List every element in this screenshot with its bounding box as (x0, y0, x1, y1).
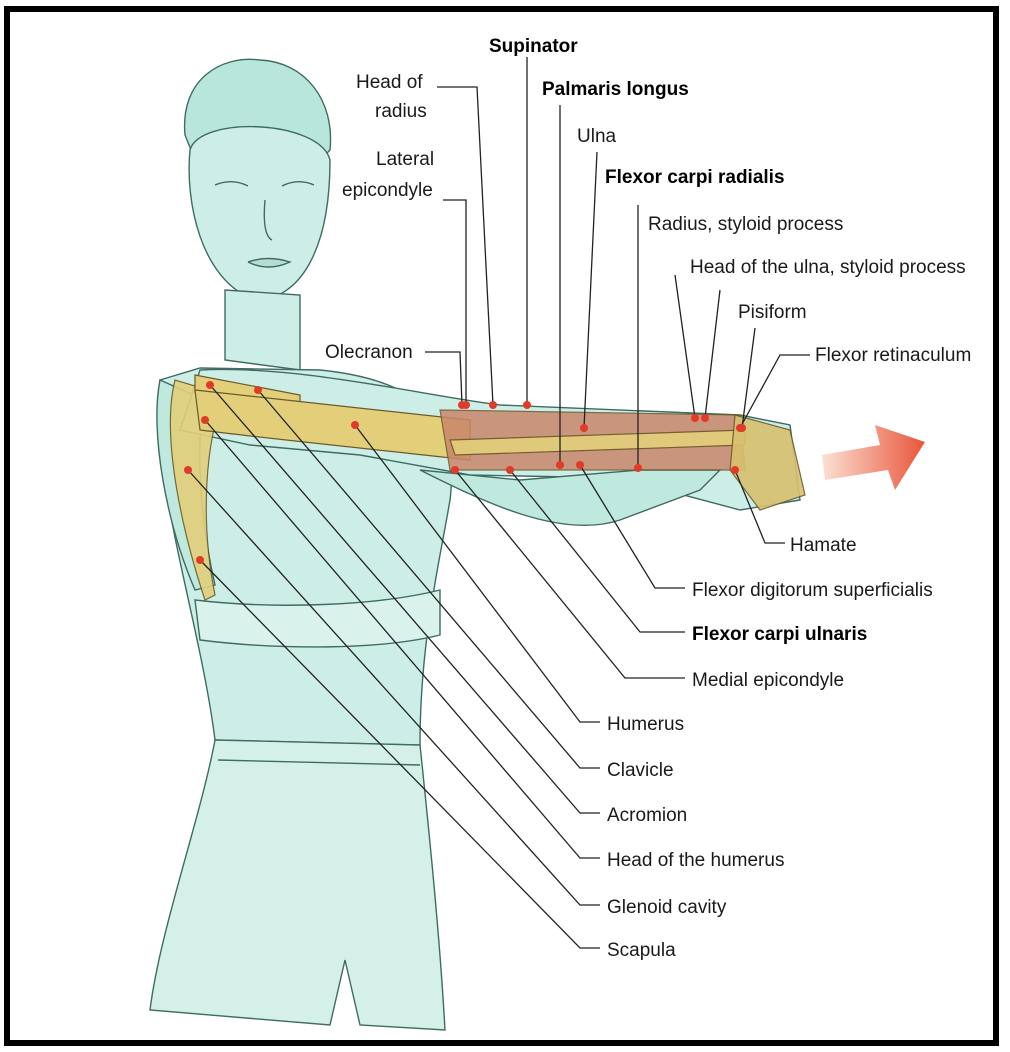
label-palmaris-longus: Palmaris longus (542, 79, 689, 100)
label-pisiform: Pisiform (738, 302, 807, 323)
label-acromion: Acromion (607, 805, 687, 826)
other-arm (420, 470, 720, 525)
label-flexor-carpi-radialis: Flexor carpi radialis (605, 167, 785, 188)
head (189, 127, 330, 300)
label-humerus: Humerus (607, 714, 684, 735)
label-radius-styloid: Radius, styloid process (648, 214, 843, 235)
label-medial-epicondyle: Medial epicondyle (692, 670, 844, 691)
label-head-of-radius-line2: radius (375, 101, 427, 122)
label-lateral-epicondyle-line2: epicondyle (342, 180, 433, 201)
label-ulna: Ulna (577, 126, 617, 147)
label-flexor-digitorum-superficialis: Flexor digitorum superficialis (692, 580, 933, 601)
shorts (150, 740, 445, 1030)
label-flexor-carpi-ulnaris: Flexor carpi ulnaris (692, 624, 867, 645)
direction-arrow (822, 425, 925, 490)
label-olecranon: Olecranon (325, 342, 413, 363)
neck (225, 290, 300, 370)
label-clavicle: Clavicle (607, 760, 674, 781)
label-supinator: Supinator (489, 36, 578, 57)
label-glenoid-cavity: Glenoid cavity (607, 897, 727, 918)
label-flexor-retinaculum: Flexor retinaculum (815, 345, 971, 366)
label-lateral-epicondyle-line1: Lateral (376, 149, 434, 170)
label-head-ulna-styloid: Head of the ulna, styloid process (690, 257, 966, 278)
label-head-of-humerus: Head of the humerus (607, 850, 784, 871)
figure-body (150, 59, 800, 1030)
label-scapula: Scapula (607, 940, 676, 961)
label-head-of-radius-line1: Head of (356, 72, 423, 93)
label-hamate: Hamate (790, 535, 857, 556)
